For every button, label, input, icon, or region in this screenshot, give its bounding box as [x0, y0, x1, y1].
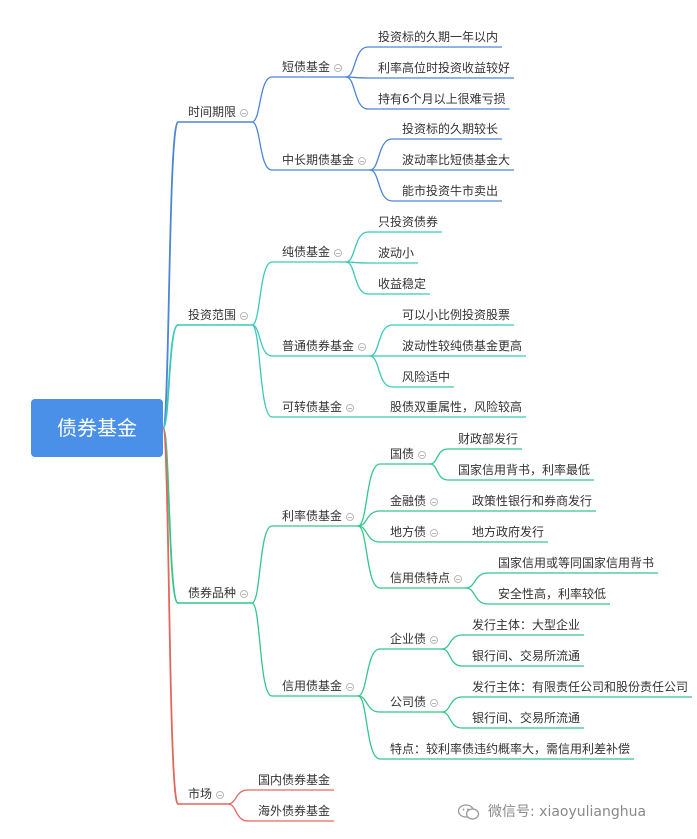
connector-line	[162, 427, 179, 805]
topic-node[interactable]: 信用债基金	[282, 679, 343, 693]
leaf-node[interactable]: 国家信用背书，利率最低	[458, 463, 591, 477]
branch-node[interactable]: 债券品种	[188, 586, 237, 600]
connector-line	[369, 324, 393, 357]
collapse-toggle-icon[interactable]	[334, 249, 342, 257]
topic-node[interactable]: 信用债特点	[390, 571, 451, 585]
collapse-toggle-icon[interactable]	[430, 498, 438, 506]
leaf-node[interactable]: 政策性银行和券商发行	[472, 494, 593, 508]
connector-line	[227, 803, 249, 822]
root-node[interactable]: 债券基金	[31, 399, 163, 457]
leaf-node[interactable]: 波动性较纯债基金更高	[402, 339, 523, 353]
connector-line	[345, 76, 369, 110]
topic-node[interactable]: 国债	[390, 447, 415, 461]
topic-node[interactable]: 可转债基金	[282, 400, 343, 414]
topic-node[interactable]: 公司债	[390, 695, 427, 709]
connector-line	[162, 121, 179, 429]
collapse-toggle-icon[interactable]	[358, 343, 366, 351]
topic-node[interactable]: 地方债	[390, 525, 427, 539]
collapse-toggle-icon[interactable]	[358, 157, 366, 165]
leaf-node[interactable]: 银行间、交易所流通	[472, 649, 581, 663]
leaf-node[interactable]: 财政部发行	[458, 432, 519, 446]
connector-line	[429, 463, 449, 481]
collapse-toggle-icon[interactable]	[346, 513, 354, 521]
connector-line	[357, 510, 381, 527]
topic-node[interactable]: 普通债券基金	[282, 339, 355, 353]
connector-line	[227, 789, 249, 805]
collapse-toggle-icon[interactable]	[240, 590, 248, 598]
connector-line	[251, 261, 273, 326]
leaf-node[interactable]: 可以小比例投资股票	[402, 308, 511, 322]
branch-node[interactable]: 市场	[188, 787, 213, 801]
connector-line	[251, 76, 273, 123]
leaf-node[interactable]: 发行主体：大型企业	[472, 618, 581, 632]
leaf-node[interactable]: 能市投资牛市卖出	[402, 184, 499, 198]
connector-line	[441, 711, 463, 729]
topic-node[interactable]: 利率债基金	[282, 509, 343, 523]
collapse-toggle-icon[interactable]	[430, 529, 438, 537]
leaf-node[interactable]: 国内债券基金	[258, 773, 331, 787]
connector-line	[357, 463, 381, 527]
collapse-toggle-icon[interactable]	[430, 636, 438, 644]
leaf-node[interactable]: 波动率比短债基金大	[402, 153, 511, 167]
collapse-toggle-icon[interactable]	[430, 699, 438, 707]
branch-node[interactable]: 投资范围	[188, 308, 237, 322]
leaf-node[interactable]: 收益稳定	[378, 277, 427, 291]
topic-node[interactable]: 中长期债基金	[282, 153, 355, 167]
connector-line	[465, 572, 489, 589]
collapse-toggle-icon[interactable]	[216, 791, 224, 799]
leaf-node[interactable]: 安全性高，利率较低	[498, 587, 607, 601]
connector-line	[162, 324, 179, 429]
leaf-node[interactable]: 银行间、交易所流通	[472, 711, 581, 725]
branch-node[interactable]: 时间期限	[188, 105, 237, 119]
leaf-node[interactable]: 波动小	[378, 246, 415, 260]
topic-node[interactable]: 金融债	[390, 494, 427, 508]
connector-line	[369, 355, 393, 388]
connector-line	[357, 525, 381, 589]
collapse-toggle-icon[interactable]	[346, 683, 354, 691]
connector-line	[429, 448, 449, 465]
collapse-toggle-icon[interactable]	[418, 451, 426, 459]
connector-line	[441, 634, 463, 650]
collapse-toggle-icon[interactable]	[240, 109, 248, 117]
connector-line	[441, 648, 463, 667]
connector-line	[251, 525, 273, 604]
leaf-node[interactable]: 持有6个月以上很难亏损	[378, 92, 506, 106]
leaf-node[interactable]: 特点：较利率债违约概率大，需信用利差补偿	[390, 742, 631, 756]
topic-node[interactable]: 企业债	[390, 632, 427, 646]
leaf-node[interactable]: 发行主体：有限责任公司和股份责任公司	[472, 680, 689, 694]
leaf-node[interactable]: 国家信用或等同国家信用背书	[498, 556, 655, 570]
leaf-node[interactable]: 利率高位时投资收益较好	[378, 61, 511, 75]
collapse-toggle-icon[interactable]	[454, 575, 462, 583]
leaf-node[interactable]: 风险适中	[402, 370, 451, 384]
leaf-node[interactable]: 海外债券基金	[258, 804, 331, 818]
connector-line	[357, 695, 381, 760]
collapse-toggle-icon[interactable]	[334, 64, 342, 72]
leaf-node[interactable]: 只投资债券	[378, 215, 439, 229]
connector-line	[369, 138, 393, 171]
watermark-text: 微信号: xiaoyulianghua	[488, 804, 647, 820]
collapse-toggle-icon[interactable]	[346, 404, 354, 412]
leaf-node[interactable]: 股债双重属性，风险较高	[390, 400, 523, 414]
leaf-node[interactable]: 投资标的久期较长	[402, 122, 499, 136]
connector-line	[251, 121, 273, 171]
collapse-toggle-icon[interactable]	[240, 312, 248, 320]
topic-node[interactable]: 短债基金	[282, 60, 331, 74]
connector-line	[441, 696, 463, 713]
wechat-icon	[458, 804, 480, 820]
connector-line	[357, 648, 381, 697]
connector-line	[345, 46, 369, 78]
connector-line	[465, 587, 489, 605]
topic-node[interactable]: 纯债基金	[282, 245, 331, 259]
connector-line	[345, 261, 369, 295]
connector-line	[251, 602, 273, 697]
leaf-node[interactable]: 地方政府发行	[472, 525, 545, 539]
connector-line	[251, 324, 273, 418]
connector-line	[345, 231, 369, 263]
leaf-node[interactable]: 投资标的久期一年以内	[378, 30, 499, 44]
connector-line	[369, 169, 393, 202]
